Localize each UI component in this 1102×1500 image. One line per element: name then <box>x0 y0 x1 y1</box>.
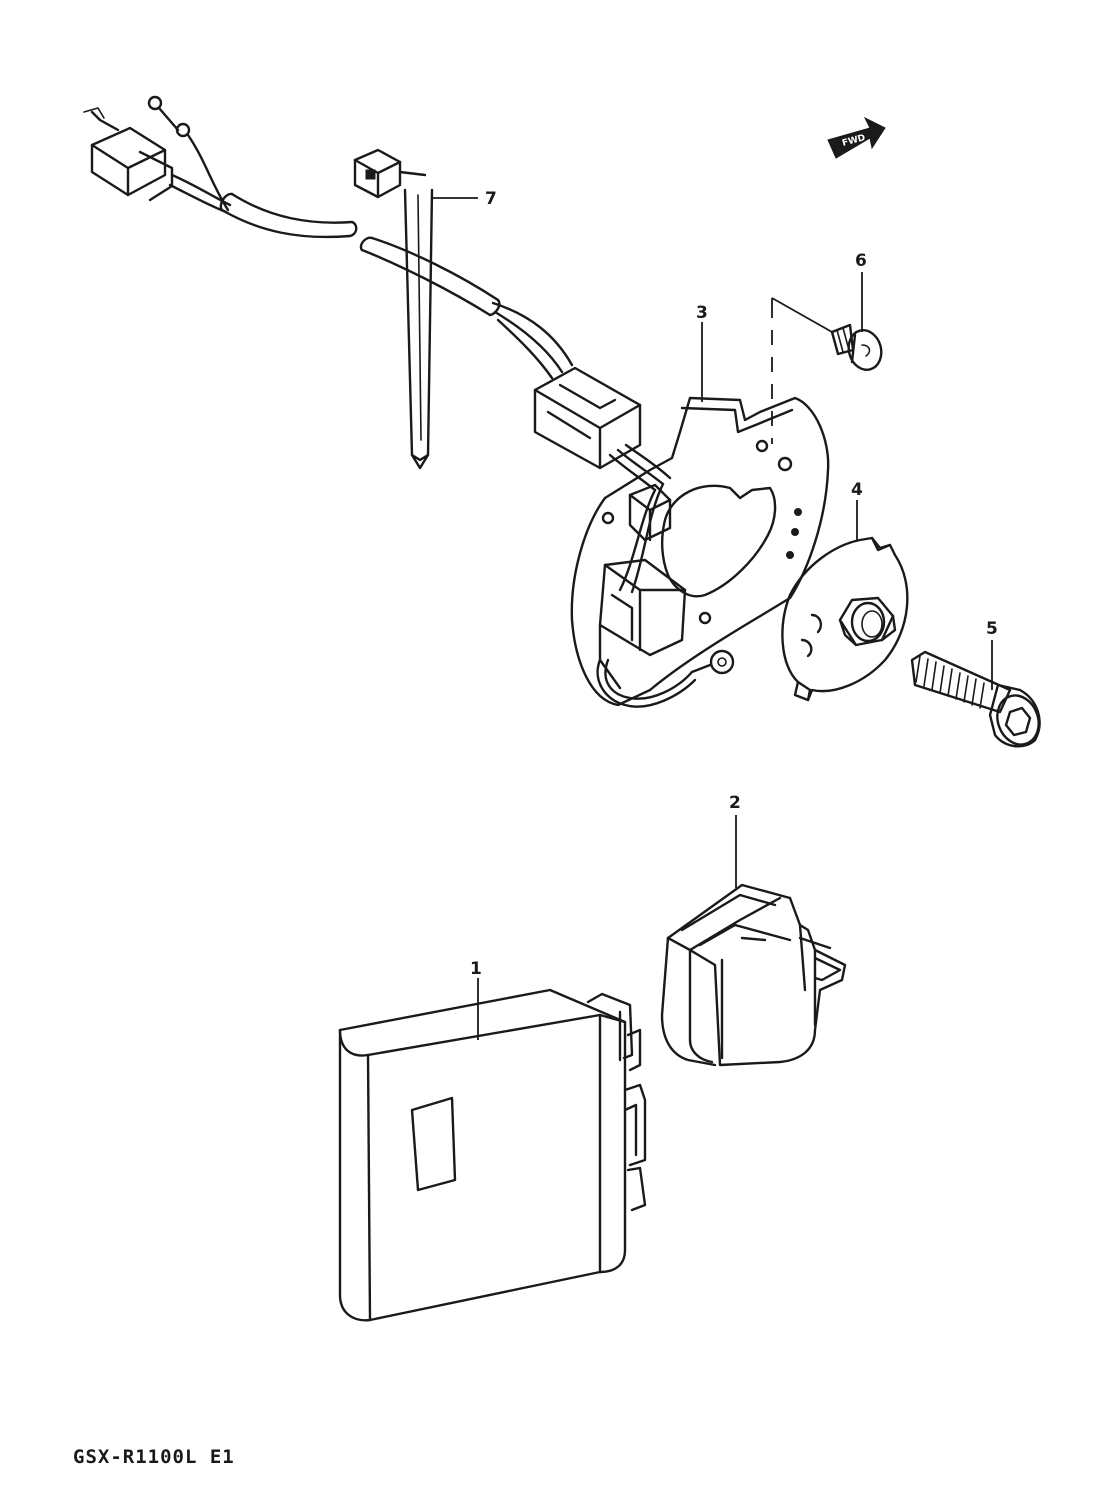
plate-screw <box>830 323 883 371</box>
signal-generator-plate <box>570 396 830 708</box>
igniter-cover <box>660 883 847 1067</box>
callout-4: 4 <box>851 480 863 500</box>
model-code-label: GSX-R1100L E1 <box>73 1446 235 1468</box>
rotor-bolt <box>910 650 1041 748</box>
callout-2: 2 <box>729 793 741 813</box>
callout-3: 3 <box>696 303 708 323</box>
igniter-unit <box>338 988 647 1322</box>
wiring-harness <box>83 95 672 492</box>
callout-5: 5 <box>986 619 998 639</box>
callout-6: 6 <box>855 251 867 271</box>
forward-arrow-icon: FWD <box>827 116 886 159</box>
signal-rotor <box>781 536 909 702</box>
callout-7: 7 <box>485 189 497 209</box>
callout-1: 1 <box>470 959 482 979</box>
cable-tie <box>353 148 434 470</box>
